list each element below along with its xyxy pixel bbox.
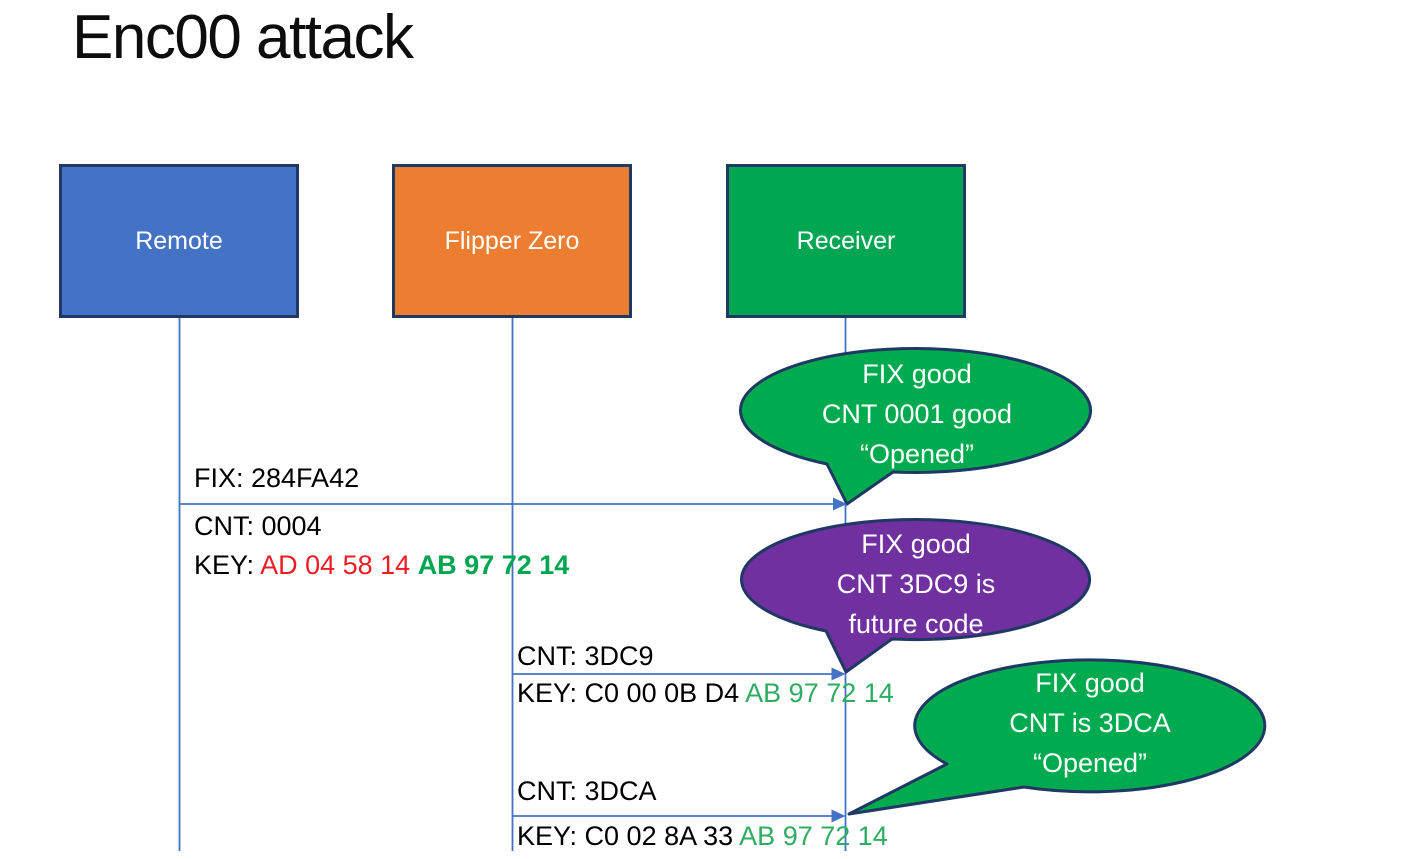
- actor-box-flipper-zero: Flipper Zero: [392, 164, 632, 318]
- message-2-key-prefix: KEY: C0 00 0B D4: [517, 678, 746, 708]
- callout-3-line-2: CNT is 3DCA: [1009, 708, 1171, 738]
- callout-2-line-2: CNT 3DC9 is: [836, 569, 996, 599]
- message-1-key-red-bytes: AD 04 58 14: [260, 550, 418, 580]
- callout-bubble-3: [847, 658, 1267, 816]
- message-3-key-prefix: KEY: C0 02 8A 33: [517, 821, 740, 851]
- message-3-key-label: KEY: C0 02 8A 33 AB 97 72 14: [517, 821, 888, 851]
- message-3-key-green-bytes: AB 97 72 14: [739, 821, 888, 851]
- message-arrow-1-arrowhead: [833, 497, 847, 511]
- message-arrow-2-arrowhead: [831, 667, 846, 681]
- message-2-key-green-bytes: AB 97 72 14: [745, 678, 894, 708]
- message-1-key-label: KEY: AD 04 58 14 AB 97 72 14: [194, 550, 569, 580]
- message-arrow-3-arrowhead: [831, 809, 846, 823]
- callout-3-text: FIX good CNT is 3DCA “Opened”: [915, 663, 1265, 783]
- callout-1-line-1: FIX good: [862, 359, 972, 389]
- actor-box-receiver: Receiver: [726, 164, 966, 318]
- callout-3-line-1: FIX good: [1035, 668, 1145, 698]
- message-2-cnt-label: CNT: 3DC9: [517, 641, 654, 671]
- actor-label-flipper-zero: Flipper Zero: [444, 226, 580, 255]
- callout-2-line-3: future code: [848, 609, 984, 639]
- message-1-cnt-label: CNT: 0004: [194, 511, 322, 541]
- message-1-key-green-bytes: AB 97 72 14: [417, 550, 570, 580]
- actor-label-remote: Remote: [135, 226, 223, 255]
- slide-title: Enc00 attack: [72, 3, 414, 72]
- callout-2-text: FIX good CNT 3DC9 is future code: [741, 524, 1091, 644]
- callout-bubble-1: [739, 347, 1093, 506]
- actor-box-remote: Remote: [59, 164, 299, 318]
- callout-bubble-2: [740, 518, 1091, 674]
- callout-2-line-1: FIX good: [861, 529, 971, 559]
- message-1-fix-label: FIX: 284FA42: [194, 463, 360, 493]
- message-1-key-prefix: KEY:: [194, 550, 261, 580]
- callout-1-line-2: CNT 0001 good: [821, 399, 1013, 429]
- actor-label-receiver: Receiver: [796, 226, 896, 255]
- message-3-cnt-label: CNT: 3DCA: [517, 776, 657, 806]
- message-2-key-label: KEY: C0 00 0B D4 AB 97 72 14: [517, 678, 894, 708]
- callout-1-line-3: “Opened”: [859, 439, 975, 469]
- callout-3-line-3: “Opened”: [1032, 748, 1148, 778]
- callout-1-text: FIX good CNT 0001 good “Opened”: [742, 354, 1092, 474]
